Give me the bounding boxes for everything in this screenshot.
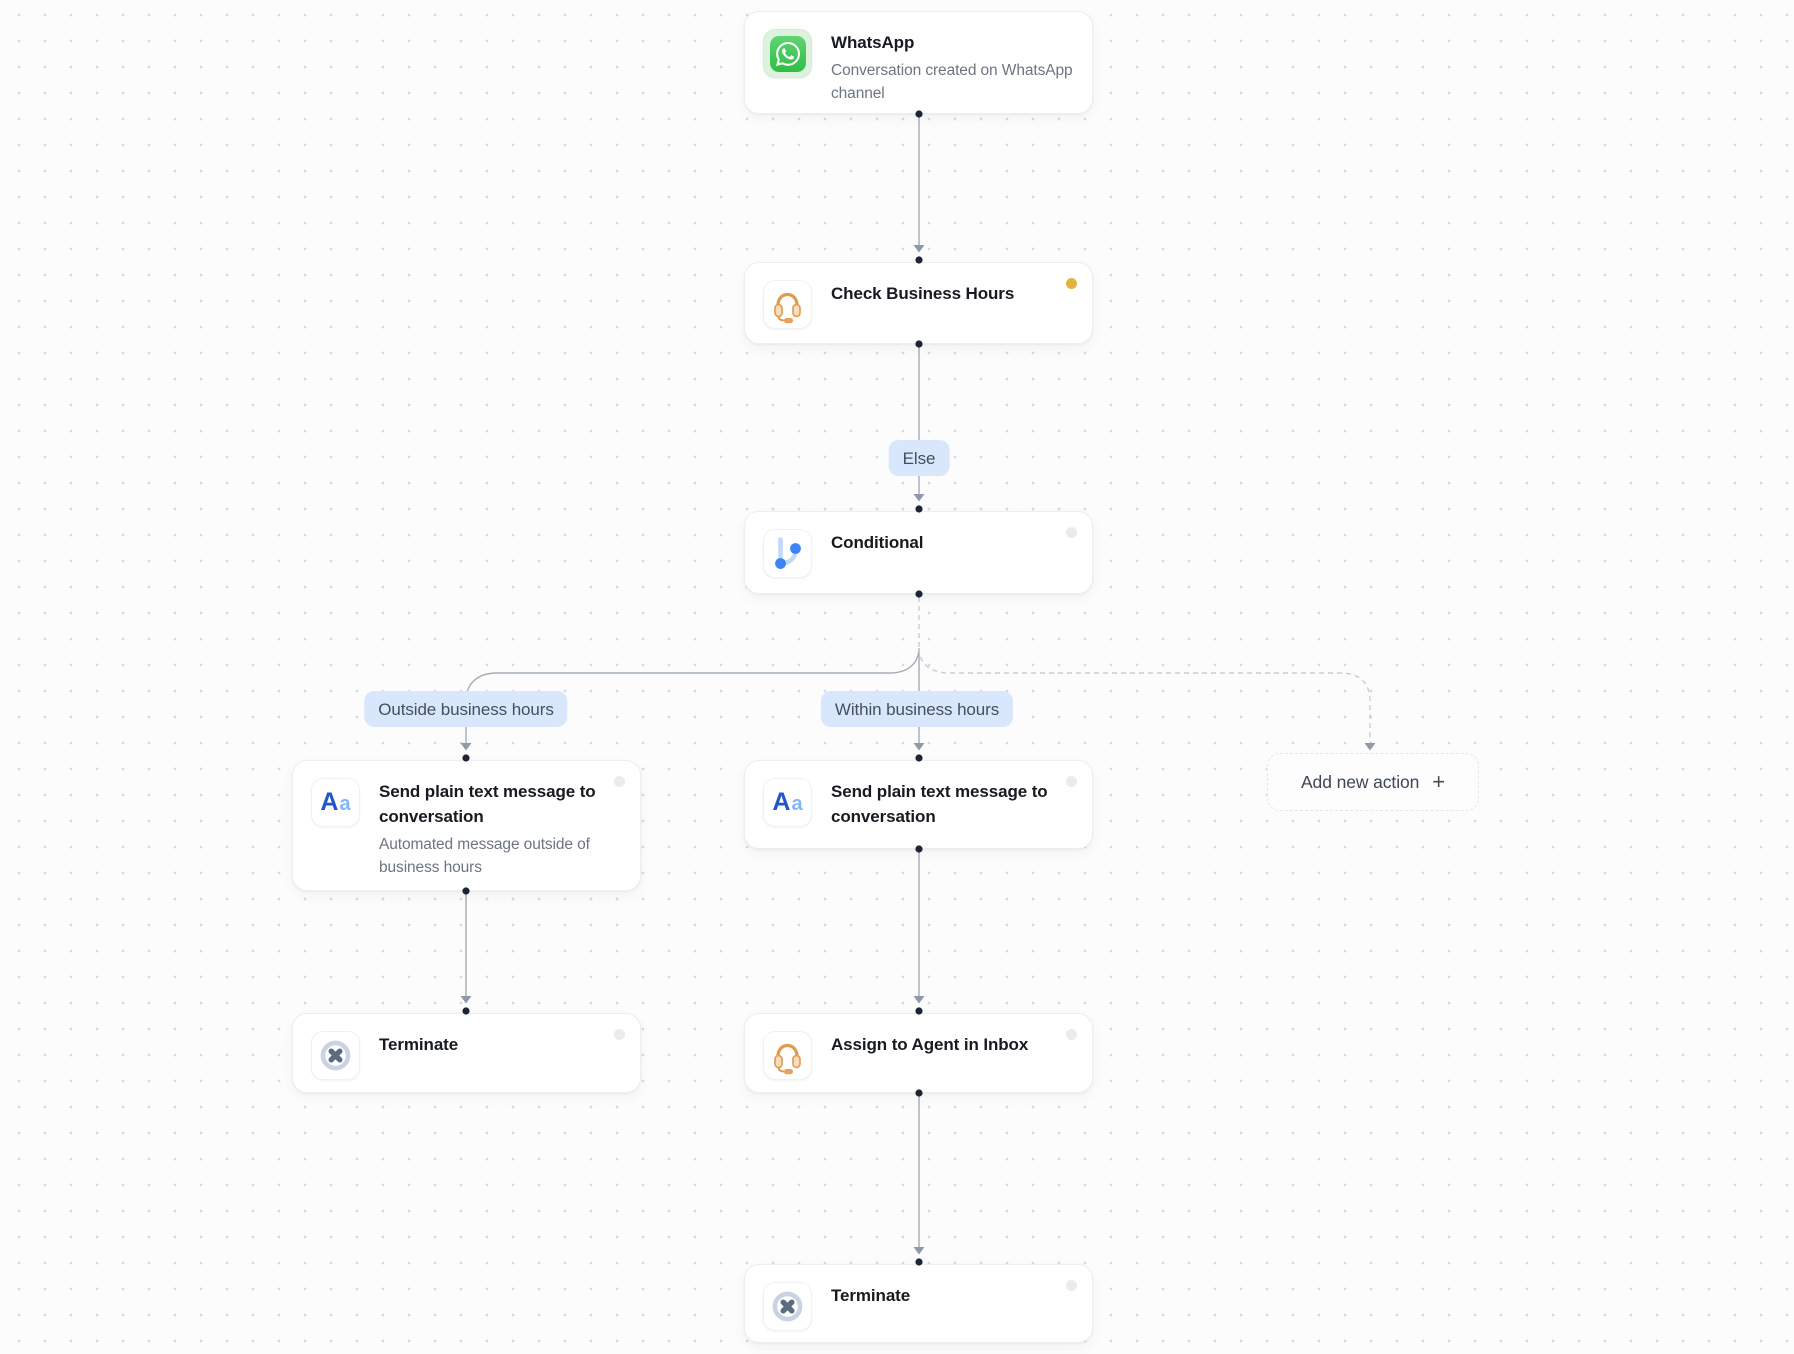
branch-label-within-business-hours: Within business hours	[820, 691, 1014, 727]
node-title: Terminate	[831, 1286, 911, 1305]
branch-icon	[763, 529, 812, 578]
node-title: Terminate	[379, 1035, 459, 1054]
terminate-icon	[311, 1031, 360, 1080]
plus-icon: +	[1432, 769, 1445, 794]
branch-label-else: Else	[888, 440, 950, 476]
headset-icon	[763, 1031, 812, 1080]
node-title: Send plain text message to conversation	[379, 782, 596, 826]
status-dot	[1066, 776, 1077, 787]
node-title: Conditional	[831, 533, 924, 552]
status-dot	[614, 1029, 625, 1040]
node-subtitle: Automated message outside of business ho…	[379, 836, 590, 876]
node-check-business-hours[interactable]: Check Business Hours	[744, 262, 1093, 344]
branch-label-outside-business-hours: Outside business hours	[364, 691, 568, 727]
terminate-icon	[763, 1282, 812, 1331]
add-new-action-label: Add new action	[1300, 771, 1420, 792]
status-dot	[1066, 1280, 1077, 1291]
node-terminate-within[interactable]: Terminate	[744, 1264, 1093, 1343]
node-terminate-outside[interactable]: Terminate	[292, 1013, 641, 1093]
node-title: Assign to Agent in Inbox	[831, 1035, 1029, 1054]
node-conditional[interactable]: Conditional	[744, 511, 1093, 594]
add-new-action-button[interactable]: Add new action +	[1267, 753, 1479, 811]
whatsapp-icon	[763, 29, 812, 78]
status-dot	[614, 776, 625, 787]
headset-icon	[763, 280, 812, 329]
status-dot	[1066, 527, 1077, 538]
status-dot	[1066, 1029, 1077, 1040]
node-title: WhatsApp	[831, 33, 915, 52]
node-title: Check Business Hours	[831, 284, 1015, 303]
node-subtitle: Conversation created on WhatsApp channel	[831, 62, 1073, 102]
node-assign-agent[interactable]: Assign to Agent in Inbox	[744, 1013, 1093, 1093]
node-title: Send plain text message to conversation	[831, 782, 1048, 826]
node-whatsapp-trigger[interactable]: WhatsApp Conversation created on WhatsAp…	[744, 11, 1093, 114]
status-dot	[1066, 278, 1077, 289]
